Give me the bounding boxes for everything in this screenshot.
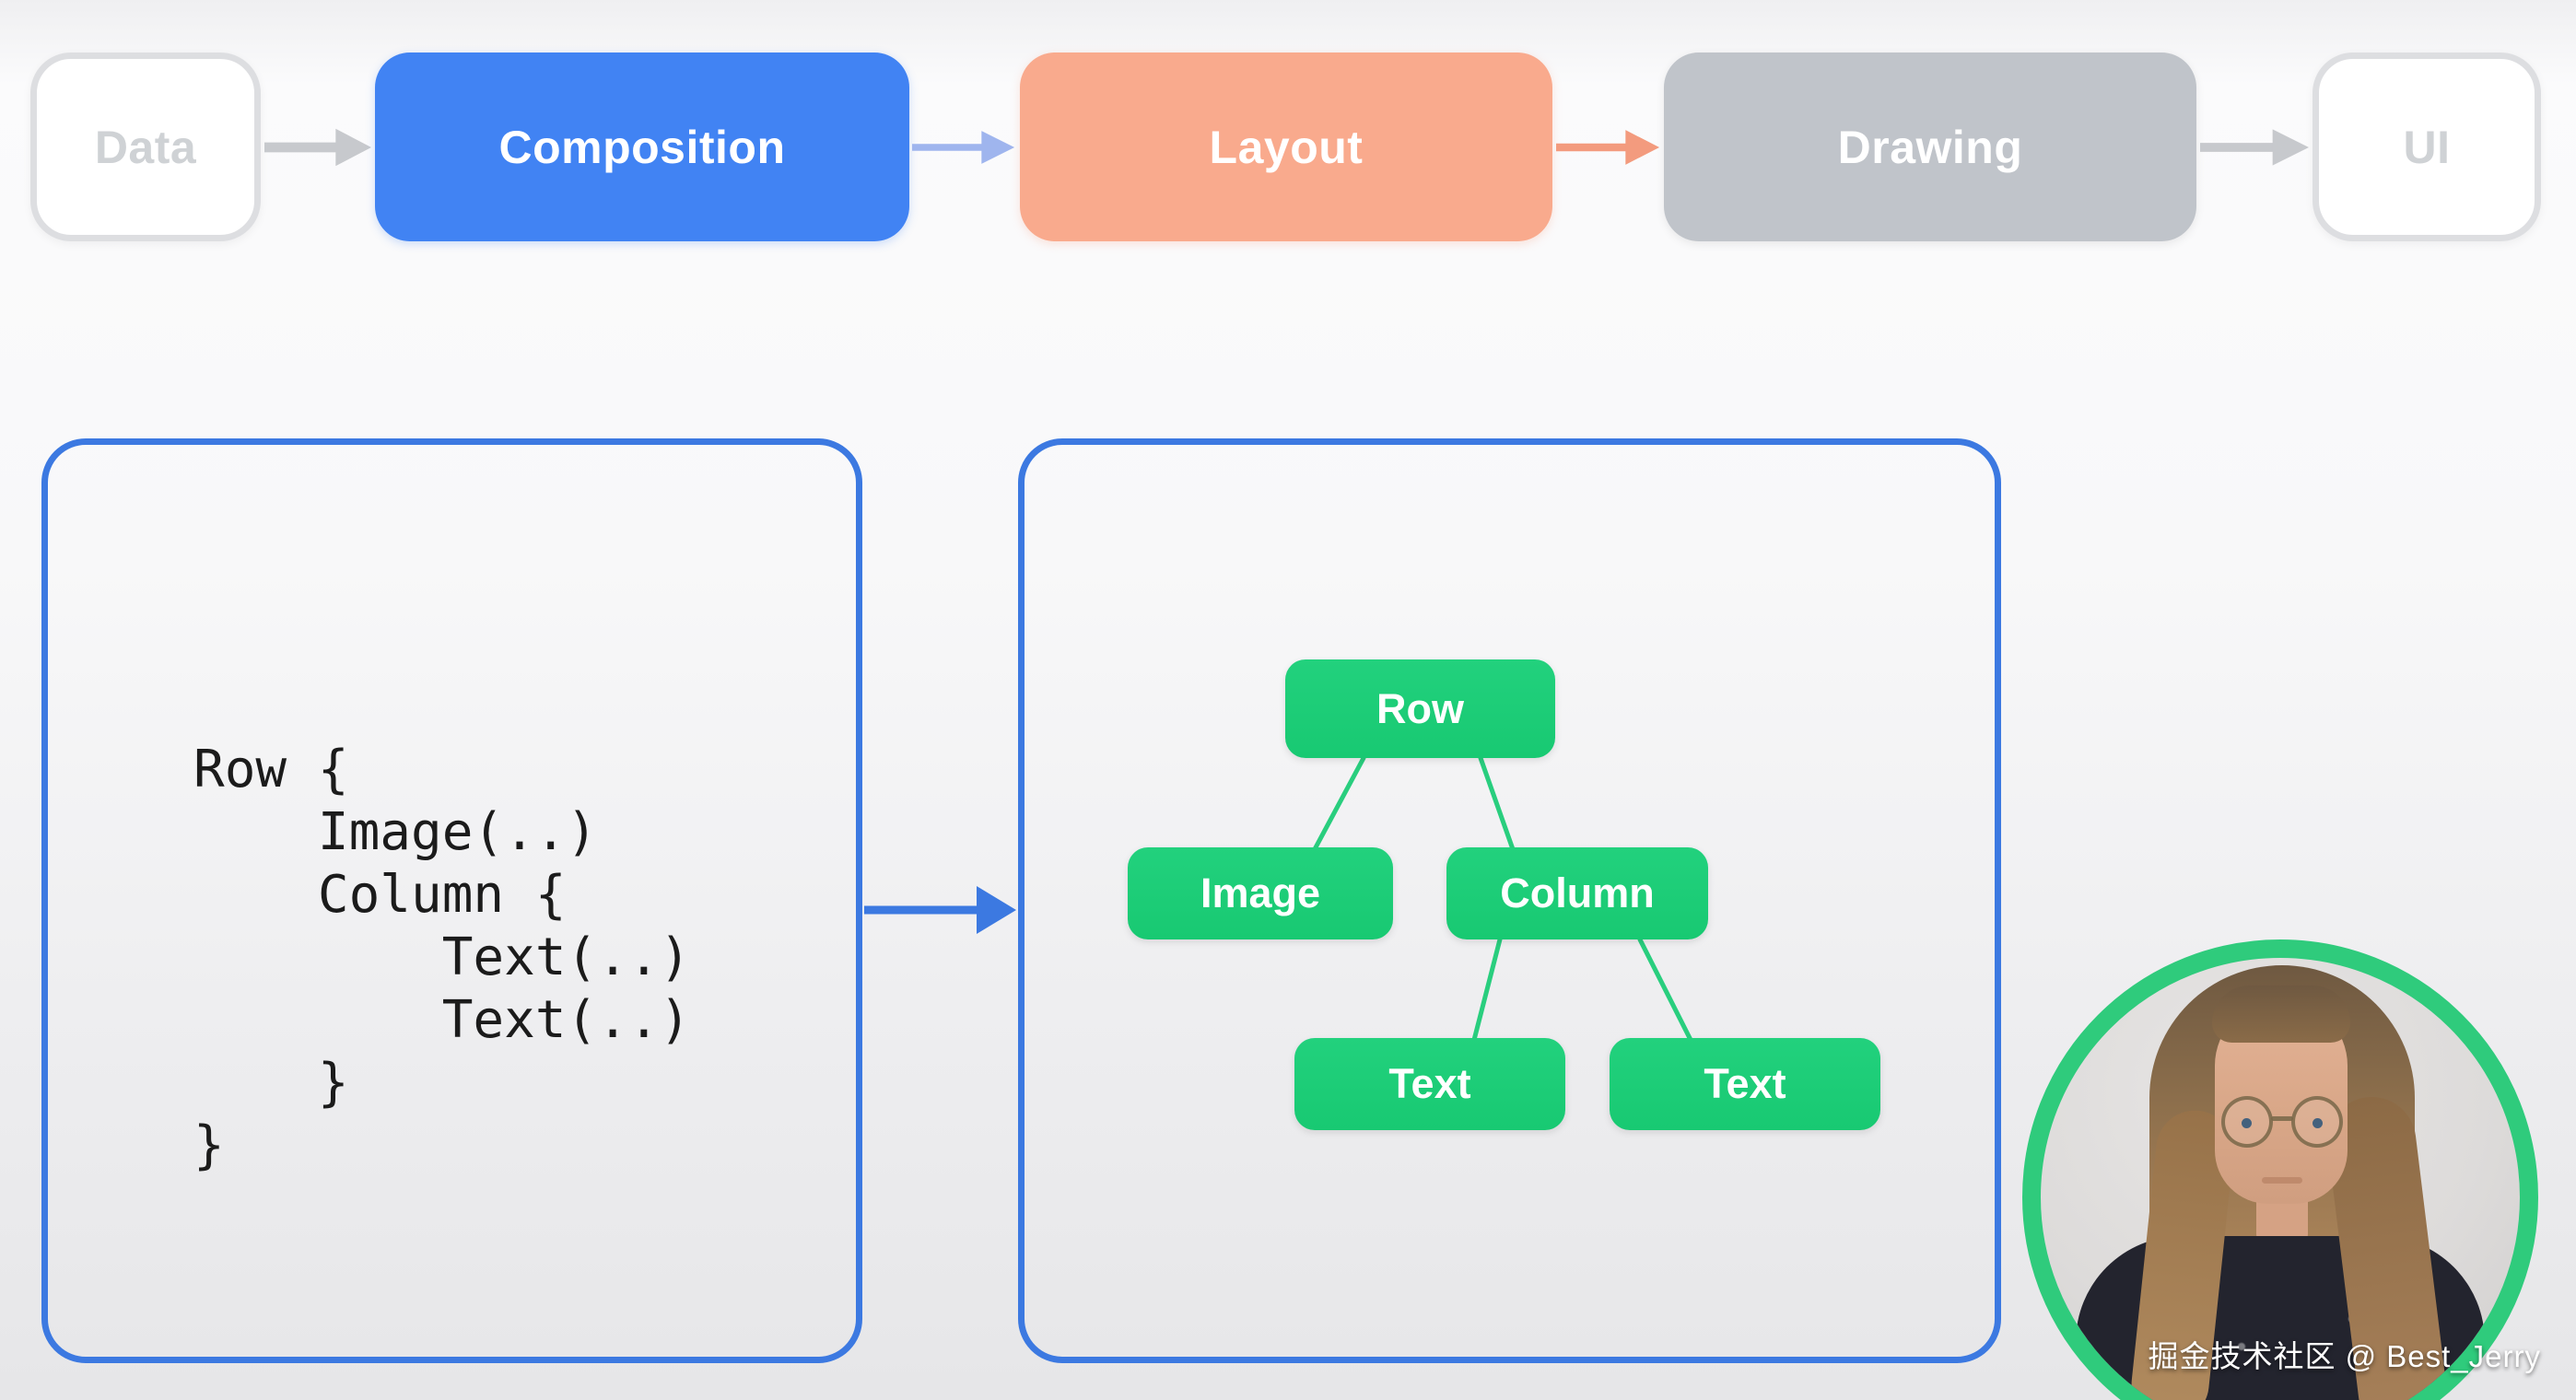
tree-node-column-label: Column [1500,869,1655,916]
arrow-data-to-composition-icon [264,128,371,167]
pipeline-stage-ui: UI [2313,52,2541,241]
tree-node-image-label: Image [1200,869,1321,916]
pipeline-stage-composition-label: Composition [498,121,786,173]
tree-node-text-2: Text [1610,1038,1880,1130]
tree-node-image: Image [1128,847,1393,939]
watermark: 掘金技术社区 @ Best_Jerry [2148,1339,2541,1373]
pipeline-stage-data: Data [30,52,261,241]
tree-node-row-label: Row [1376,684,1464,732]
pipeline-stage-drawing-label: Drawing [1837,121,2023,173]
pipeline-stage-layout: Layout [1020,52,1552,241]
avatar-glasses-bridge [2271,1116,2293,1121]
pipeline-stage-data-label: Data [94,121,197,173]
arrow-composition-to-layout-icon [912,131,1015,164]
pipeline-stage-layout-label: Layout [1209,121,1364,173]
tree-node-row: Row [1285,659,1555,758]
pipeline-stage-drawing: Drawing [1664,52,2196,241]
tree-node-text-2-label: Text [1704,1060,1786,1107]
code-panel [41,438,862,1363]
tree-node-text-1: Text [1294,1038,1565,1130]
tree-node-column: Column [1446,847,1708,939]
arrow-drawing-to-ui-icon [2200,129,2309,166]
pipeline-stage-composition: Composition [375,52,909,241]
avatar-left-eye [2242,1118,2252,1128]
avatar-right-eye [2313,1118,2323,1128]
tree-edges [1312,755,1693,1043]
avatar-hair-fringe [2212,986,2350,1043]
compose-code-snippet: Row { Image(..) Column { Text(..) Text(.… [193,740,691,1175]
avatar-glasses-left-lens [2221,1096,2273,1148]
arrow-code-to-tree-icon [864,886,1016,934]
pipeline-stage-ui-label: UI [2403,121,2451,173]
tree-panel [1018,438,2001,1363]
tree-node-text-1-label: Text [1388,1060,1471,1107]
avatar-mouth [2262,1177,2302,1184]
avatar-glasses [2221,1096,2343,1151]
webcam-overlay [2022,939,2538,1400]
arrow-layout-to-drawing-icon [1556,130,1660,165]
